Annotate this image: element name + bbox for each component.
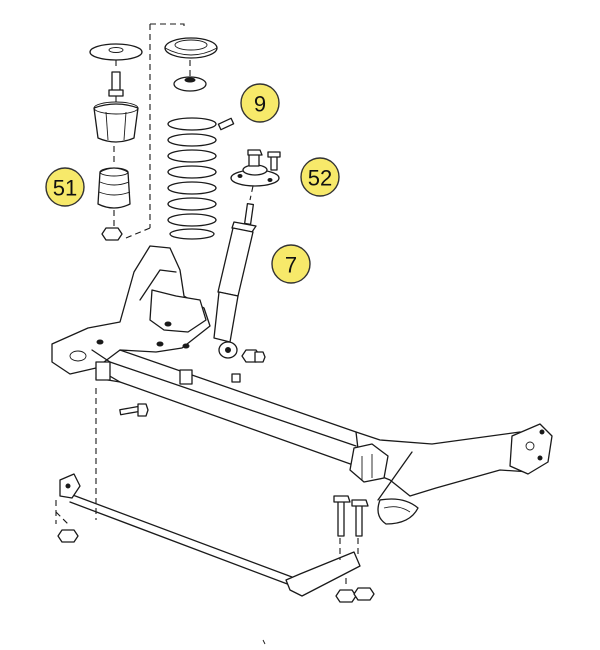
callout-spring: 9 [240, 83, 280, 123]
axle-mount-block [349, 443, 413, 501]
seat-bolt [108, 71, 124, 97]
rear-axle-beam [51, 245, 545, 497]
callout-shock-absorber: 7 [271, 244, 311, 284]
shock-absorber [213, 203, 257, 359]
spring-upper-insulator [164, 37, 218, 59]
bump-stop-nut [101, 227, 123, 241]
mount-bolt-right [351, 499, 369, 537]
spring-upper-cup [173, 76, 207, 92]
upper-spring-seat-washer [89, 43, 143, 61]
anti-roll-bar [69, 493, 361, 597]
callout-shock-absorber-label: 7 [285, 253, 297, 278]
lower-nuts [335, 587, 375, 603]
callout-shock-mount-label: 52 [308, 166, 332, 191]
callout-bump-stop-label: 51 [53, 176, 77, 201]
rubber-seat [93, 101, 139, 143]
shock-lower-bolt [241, 349, 266, 363]
trailing-arm-bracket [377, 423, 553, 525]
frame-bolt [119, 403, 149, 417]
callout-shock-mount: 52 [300, 157, 340, 197]
bump-stop [97, 167, 131, 209]
shock-top-mount [230, 149, 281, 187]
callout-spring-label: 9 [254, 92, 266, 117]
coil-spring [167, 117, 217, 240]
link-nut [57, 529, 79, 543]
spring-clip [217, 117, 235, 131]
anti-roll-bar-end-link [59, 473, 81, 499]
mount-bolt-left [333, 495, 351, 537]
callout-bump-stop: 51 [45, 167, 85, 207]
